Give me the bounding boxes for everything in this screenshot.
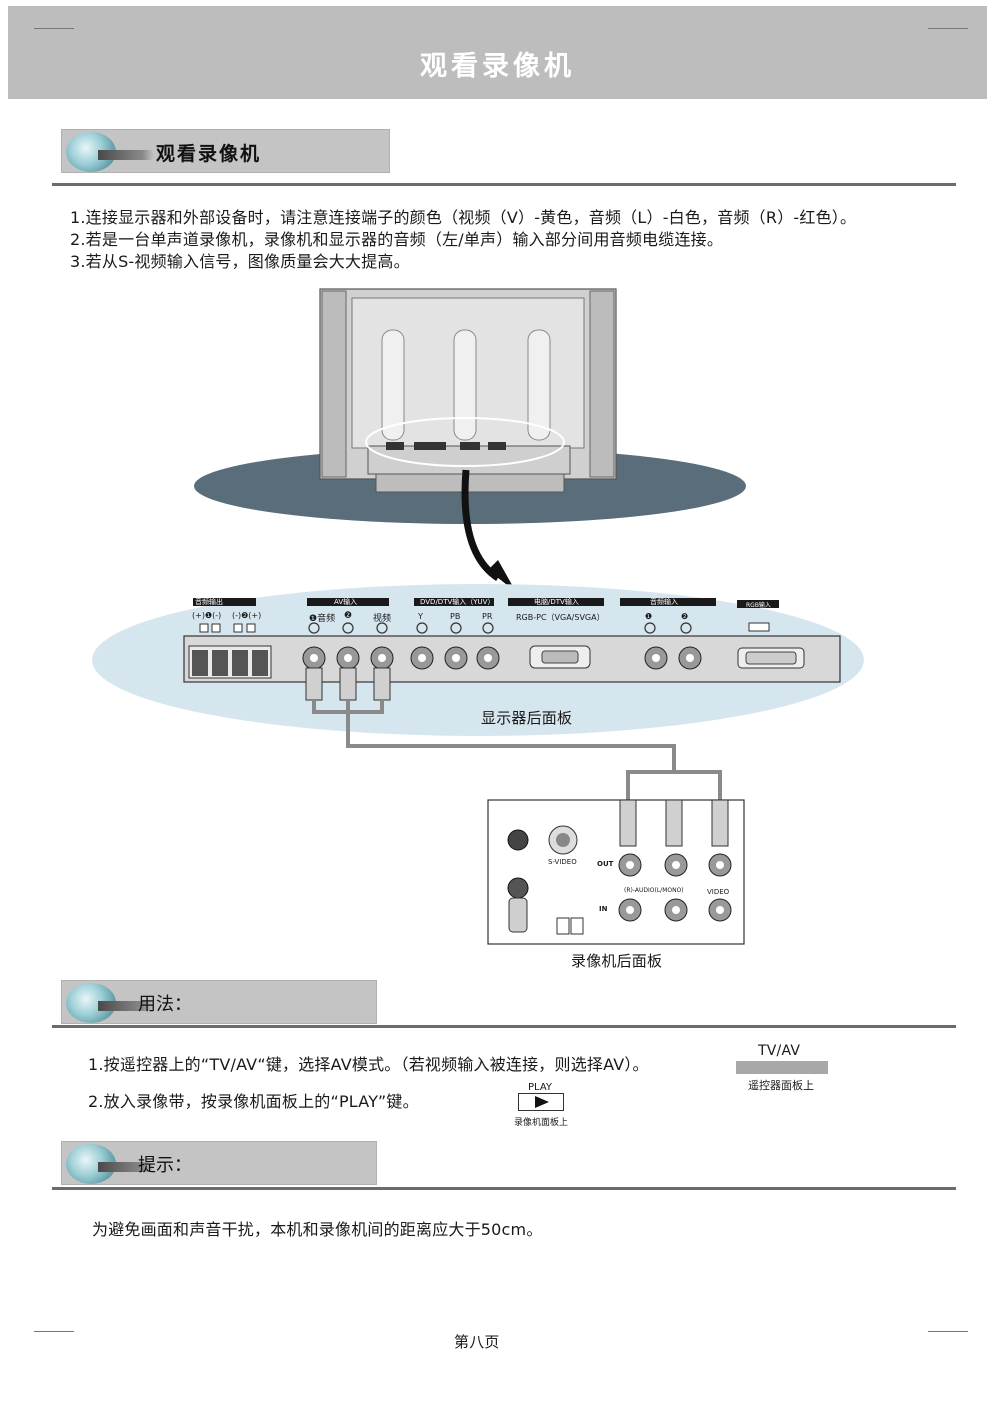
group-label: 音频输出 — [195, 598, 223, 606]
arrow-head-icon — [488, 560, 516, 592]
terminal-label: (-)❷(+) — [232, 611, 262, 620]
tvav-key-caption: 遥控器面板上 — [748, 1079, 814, 1092]
note-line: 2.若是一台单声道录像机，录像机和显示器的音频（左/单声）输入部分间用音频电缆连… — [70, 230, 724, 249]
terminal-label: RGB-PC（VGA/SVGA） — [516, 613, 605, 622]
crop-mark — [928, 28, 968, 29]
section-header-watch-vcr: 观看录像机 — [61, 129, 390, 173]
tip-text: 为避免画面和声音干扰，本机和录像机间的距离应大于50cm。 — [92, 1220, 543, 1239]
section-rule — [52, 1025, 956, 1028]
header-band: 观看录像机 — [8, 6, 987, 99]
section-title: 用法： — [138, 994, 192, 1015]
note-line: 3.若从S-视频输入信号，图像质量会大大提高。 — [70, 252, 410, 271]
page-number: 第八页 — [454, 1333, 500, 1351]
terminal-label: (+)❶(-) — [192, 611, 222, 620]
monitor-back-panel — [183, 635, 841, 683]
terminal-label: ❶ — [645, 612, 653, 621]
group-label: 电脑/DTV输入 — [534, 598, 579, 606]
section-header-usage: 用法： — [61, 980, 377, 1024]
out-label: OUT — [597, 860, 614, 868]
vcr-rca-jacks — [618, 853, 732, 922]
arrow-tail-icon — [98, 150, 154, 160]
step-line: 2.放入录像带，按录像机面板上的“PLAY”键。 — [88, 1092, 419, 1111]
monitor-rear-illustration — [319, 288, 617, 493]
page-title: 观看录像机 — [420, 51, 575, 82]
terminal-label: 视频 — [373, 614, 392, 624]
crop-mark — [34, 1331, 74, 1332]
antenna-plug-icon — [508, 897, 528, 933]
group-label: 音频输入 — [650, 598, 678, 606]
video-label: VIDEO — [707, 888, 730, 896]
terminal-label: PR — [482, 612, 493, 621]
arrow-tail-icon — [98, 1001, 154, 1011]
in-label: IN — [599, 905, 608, 913]
terminal-label: ❷ — [344, 611, 353, 621]
play-key-caption: 录像机面板上 — [514, 1118, 569, 1128]
vcr-back-panel — [487, 799, 745, 945]
note-line: 1.连接显示器和外部设备时，请注意连接端子的颜色（视频（V）-黄色，音频（L）-… — [70, 208, 857, 227]
group-label: RGB输入 — [746, 602, 771, 609]
crop-mark — [928, 1331, 968, 1332]
section-title: 观看录像机 — [156, 143, 262, 165]
monitor-panel-caption: 显示器后面板 — [481, 709, 573, 727]
terminal-label: ❶音频 — [309, 614, 336, 624]
play-key-icon — [518, 1093, 564, 1111]
rf-jack-icon — [507, 829, 529, 851]
play-triangle-icon — [535, 1096, 549, 1108]
section-title: 提示： — [138, 1155, 192, 1176]
section-rule — [52, 1187, 956, 1190]
section-rule — [52, 183, 956, 186]
tvav-key-icon — [736, 1061, 828, 1074]
arrow-tail-icon — [98, 1162, 154, 1172]
tvav-key-label: TV/AV — [758, 1043, 801, 1059]
terminal-label: Y — [418, 612, 423, 621]
crop-mark — [34, 28, 74, 29]
vcr-panel-caption: 录像机后面板 — [571, 952, 663, 970]
group-label: AV输入 — [334, 598, 358, 606]
section-header-tips: 提示： — [61, 1141, 377, 1185]
play-key-label: PLAY — [528, 1082, 553, 1093]
terminal-label: PB — [450, 612, 461, 621]
group-label: DVD/DTV输入（YUV） — [420, 598, 495, 606]
svideo-label: S-VIDEO — [548, 858, 577, 866]
audio-label: (R)-AUDIO(L/MONO) — [624, 887, 684, 894]
terminal-label: ❷ — [681, 612, 689, 621]
rca-jack-icons — [302, 646, 702, 670]
step-line: 1.按遥控器上的“TV/AV“键，选择AV模式。（若视频输入被连接，则选择AV）… — [88, 1055, 649, 1074]
